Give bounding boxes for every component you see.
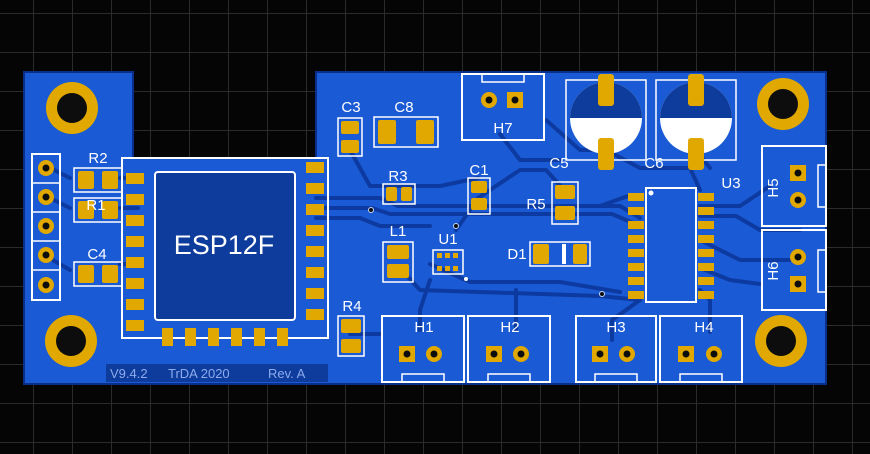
- mounting-hole: [757, 78, 809, 130]
- label-u1: U1: [438, 231, 457, 248]
- version-text: V9.4.2: [110, 366, 148, 381]
- connector-h6: H6: [761, 229, 827, 311]
- connector-h1: H1: [381, 315, 465, 383]
- capacitor-c8: C8: [373, 99, 439, 148]
- board-info: V9.4.2 TrDA 2020 Rev. A: [106, 364, 328, 382]
- capacitor-c1: C1: [467, 162, 491, 215]
- label-u3: U3: [721, 175, 740, 192]
- electrolytic-capacitor-c6: C6: [644, 74, 737, 172]
- connector-h3: H3: [575, 315, 657, 383]
- esp12f-module: ESP12F: [121, 157, 329, 346]
- pin-header-left: [31, 153, 61, 301]
- label-h3: H3: [606, 319, 625, 336]
- label-h6: H6: [765, 261, 782, 280]
- label-c6: C6: [644, 155, 663, 172]
- label-c3: C3: [341, 99, 360, 116]
- connector-h5: H5: [761, 145, 827, 227]
- credit-text: TrDA 2020: [168, 366, 230, 381]
- resistor-r4: R4: [337, 298, 365, 357]
- diode-d1: D1: [507, 241, 591, 267]
- label-h2: H2: [500, 319, 519, 336]
- label-h1: H1: [414, 319, 433, 336]
- capacitor-c5: C5: [549, 155, 579, 225]
- ic-u3: U3: [628, 175, 741, 303]
- label-c5: C5: [549, 155, 568, 172]
- label-r2: R2: [88, 150, 107, 167]
- revision-text: Rev. A: [268, 366, 306, 381]
- resistor-r1: R1: [73, 197, 123, 223]
- label-h4: H4: [694, 319, 713, 336]
- label-d1: D1: [507, 246, 526, 263]
- label-h5: H5: [765, 178, 782, 197]
- label-r3: R3: [388, 168, 407, 185]
- resistor-r3: R3: [382, 168, 416, 205]
- vias: [368, 207, 605, 297]
- connector-h7: H7: [461, 73, 545, 141]
- mounting-hole: [45, 315, 97, 367]
- ic-u1: U1: [432, 231, 468, 281]
- label-r5: R5: [526, 196, 545, 213]
- label-h7: H7: [493, 120, 512, 137]
- mounting-hole: [755, 315, 807, 367]
- copper-traces: [44, 118, 802, 342]
- label-r4: R4: [342, 298, 361, 315]
- label-r1: R1: [86, 197, 105, 214]
- mounting-hole: [46, 82, 98, 134]
- label-c8: C8: [394, 99, 413, 116]
- connector-h2: H2: [467, 315, 551, 383]
- electrolytic-capacitor: [565, 74, 647, 170]
- label-l1: L1: [390, 223, 407, 240]
- inductor-l1: L1: [382, 223, 414, 283]
- module-label: ESP12F: [174, 230, 275, 260]
- connector-h4: H4: [659, 315, 743, 383]
- label-c4: C4: [87, 246, 106, 263]
- capacitor-c3: C3: [337, 99, 363, 157]
- label-c1: C1: [469, 162, 488, 179]
